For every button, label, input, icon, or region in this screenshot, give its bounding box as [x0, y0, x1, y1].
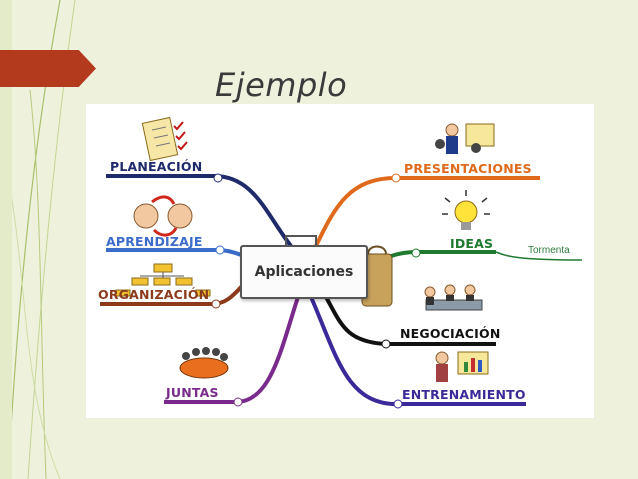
center-node: Aplicaciones — [240, 245, 368, 299]
branch-label-entrenamiento: ENTRENAMIENTO — [402, 387, 526, 402]
presenter-icon — [435, 123, 495, 154]
branch-label-negociacion: NEGOCIACIÓN — [400, 326, 501, 341]
case-handle — [285, 235, 317, 245]
branch-label-presentaciones: PRESENTACIONES — [404, 161, 532, 176]
title-accent-tab — [0, 50, 96, 87]
people-exchange-icon — [133, 195, 193, 237]
branch-presentaciones — [314, 176, 540, 247]
branch-label-juntas: JUNTAS — [166, 385, 219, 400]
node-entrenamiento — [393, 399, 403, 409]
org-chart-icon — [115, 263, 211, 297]
bag-icon — [361, 245, 393, 307]
mind-map: Aplicaciones PLANEACIÓN APRENDIZAJE ORGA… — [86, 104, 594, 418]
branch-label-planeacion: PLANEACIÓN — [110, 159, 203, 174]
round-table-icon — [179, 347, 229, 379]
left-strip — [0, 0, 12, 479]
node-aprendizaje — [215, 245, 225, 255]
meeting-icon — [424, 284, 483, 311]
node-juntas — [233, 397, 243, 407]
branch-tormenta — [495, 251, 583, 261]
slide-title: Ejemplo — [215, 66, 348, 104]
branch-entrenamiento — [309, 296, 526, 406]
branch-label-aprendizaje: APRENDIZAJE — [106, 234, 203, 249]
node-planeacion — [213, 173, 223, 183]
mind-map-branches — [100, 116, 583, 409]
branch-aprendizaje — [106, 248, 247, 258]
node-negociacion — [381, 339, 391, 349]
trainer-icon — [435, 351, 489, 382]
node-organizacion — [211, 299, 221, 309]
lightbulb-icon — [442, 190, 490, 230]
branch-label-organizacion: ORGANIZACIÓN — [98, 287, 210, 302]
node-ideas — [411, 248, 421, 258]
node-presentaciones — [391, 173, 401, 183]
sub-label-tormenta: Tormenta — [528, 245, 570, 256]
branch-label-ideas: IDEAS — [450, 236, 494, 251]
checklist-icon — [141, 116, 188, 162]
